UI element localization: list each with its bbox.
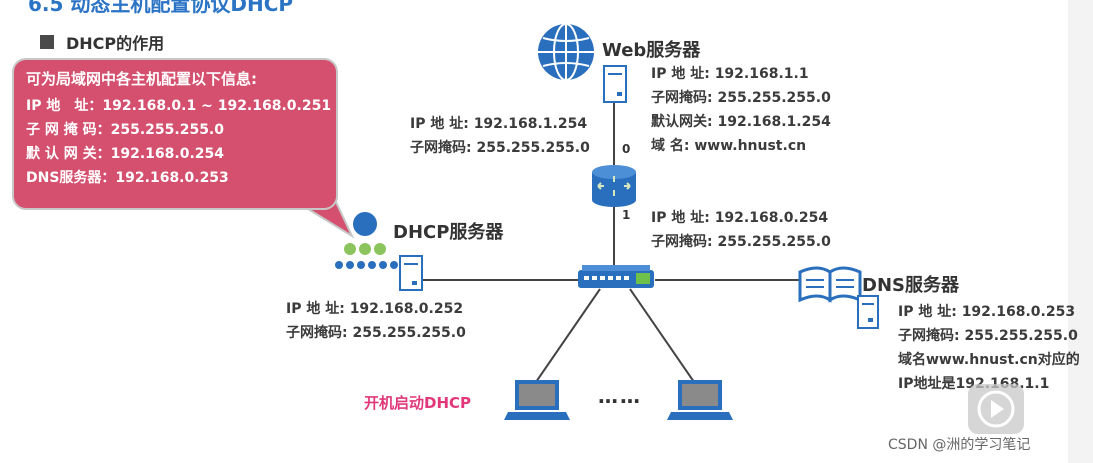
- callout-row: 子 网 掩 码：255.255.255.0: [26, 122, 224, 138]
- router-port-0: 0: [622, 142, 631, 156]
- dhcp-server-icon: [335, 212, 423, 291]
- section-title: DHCP的作用: [66, 34, 165, 53]
- pc-icon: [667, 380, 733, 420]
- callout-row: IP 地 址：192.168.0.1 ~ 192.168.0.251: [26, 98, 332, 114]
- callout-row: DNS服务器：192.168.0.253: [26, 170, 229, 186]
- link-switch-pc1: [535, 288, 601, 383]
- hosts-ellipsis: ……: [598, 384, 642, 408]
- config-line: 子网掩码: 255.255.255.0: [286, 325, 466, 341]
- web-server-title: Web服务器: [602, 40, 701, 61]
- callout-title: 可为局域网中各主机配置以下信息:: [26, 70, 258, 88]
- config-line: 子网掩码: 255.255.255.0: [410, 140, 590, 156]
- web-server-icon: [603, 65, 627, 103]
- globe-icon: [538, 23, 594, 81]
- dhcp-info-callout: 可为局域网中各主机配置以下信息: IP 地 址：192.168.0.1 ~ 19…: [12, 58, 338, 210]
- config-line: IP 地 址: 192.168.0.252: [286, 301, 464, 317]
- play-icon: [977, 390, 1015, 428]
- dhcp-boot-label: 开机启动DHCP: [364, 394, 472, 412]
- web-server-config: IP 地 址: 192.168.1.1 子网掩码: 255.255.255.0 …: [651, 62, 831, 158]
- config-line: IP 地 址: 192.168.0.254: [651, 210, 829, 226]
- config-line: IP 地 址: 192.168.1.254: [410, 116, 588, 132]
- watermark: CSDN @洲的学习笔记: [888, 437, 1031, 453]
- config-line: IP 地 址: 192.168.0.253: [898, 304, 1076, 320]
- router-port1-config: IP 地 址: 192.168.0.254 子网掩码: 255.255.255.…: [651, 206, 831, 254]
- switch-icon: [578, 265, 654, 288]
- config-line: IP 地 址: 192.168.1.1: [651, 66, 809, 82]
- dhcp-server-title: DHCP服务器: [393, 222, 504, 243]
- link-switch-pc2: [629, 288, 695, 383]
- section-heading: DHCP的作用: [40, 30, 164, 54]
- router-port0-config: IP 地 址: 192.168.1.254 子网掩码: 255.255.255.…: [410, 112, 590, 160]
- config-line: 默认网关: 192.168.1.254: [651, 114, 831, 130]
- play-button[interactable]: [968, 384, 1024, 434]
- dns-server-title: DNS服务器: [862, 275, 959, 296]
- side-strip: [1068, 0, 1093, 463]
- dhcp-server-config: IP 地 址: 192.168.0.252 子网掩码: 255.255.255.…: [286, 297, 466, 345]
- callout-row: 默 认 网 关：192.168.0.254: [26, 146, 224, 162]
- pc-icon: [504, 380, 570, 420]
- config-line: 域名www.hnust.cn对应的: [898, 352, 1080, 368]
- page-title: 6.5 动态主机配置协议DHCP: [28, 0, 294, 16]
- config-line: 子网掩码: 255.255.255.0: [651, 90, 831, 106]
- config-line: 域 名: www.hnust.cn: [651, 138, 807, 154]
- config-line: 子网掩码: 255.255.255.0: [651, 234, 831, 250]
- config-line: 子网掩码: 255.255.255.0: [898, 328, 1078, 344]
- bullet-square-icon: [40, 35, 54, 49]
- router-icon: [592, 165, 636, 207]
- dns-server-config: IP 地 址: 192.168.0.253 子网掩码: 255.255.255.…: [898, 300, 1080, 396]
- dns-server-icon: [798, 266, 879, 329]
- router-port-1: 1: [622, 208, 631, 222]
